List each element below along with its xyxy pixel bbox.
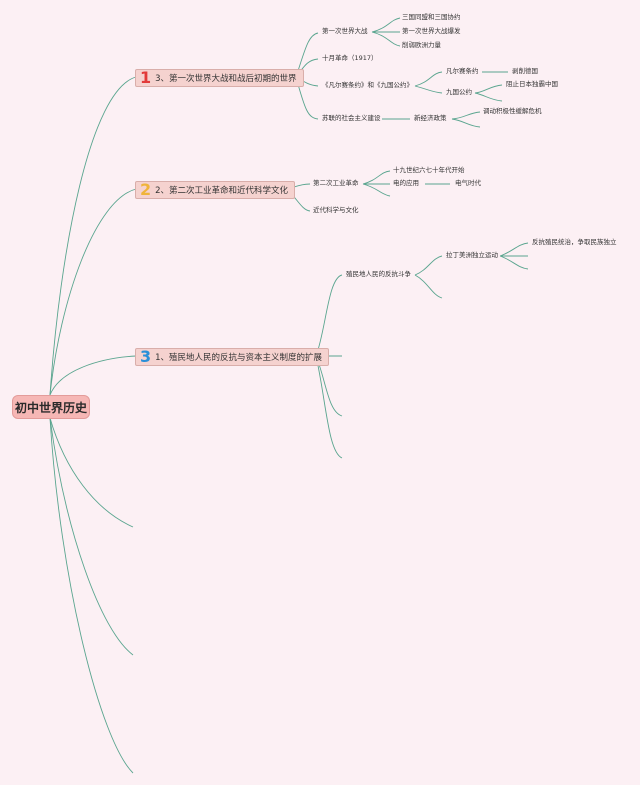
edge-nep-empty (451, 118, 481, 128)
edge-root-branch1 (49, 76, 137, 396)
branch-number-3: 3 (140, 347, 152, 366)
branch-number-1: 1 (140, 68, 152, 87)
edge-root-empty1 (49, 417, 134, 528)
edge-nine-empty (474, 92, 503, 102)
topic-versailles[interactable]: 凡尔赛条约 (446, 67, 479, 75)
topic-treaties[interactable]: 《凡尔赛条约》和《九国公约》 (322, 81, 413, 89)
topic-nep[interactable]: 新经济政策 (414, 114, 447, 122)
topic-ir2[interactable]: 第二次工业革命 (313, 179, 359, 187)
topic-nine-power[interactable]: 九国公约 (446, 88, 472, 96)
edge-nine-r (474, 84, 503, 94)
topic-versailles-result[interactable]: 剥削德国 (512, 67, 538, 75)
topic-nep-result[interactable]: 调动积极性缓解危机 (483, 107, 542, 115)
topic-soviet[interactable]: 苏联的社会主义建设 (322, 114, 381, 122)
edge-treaties-n (414, 85, 443, 94)
branch-node-3[interactable]: 3 1、殖民地人民的反抗与资本主义制度的扩展 (135, 347, 330, 366)
branch-label-2: 2、第二次工业革命和近代科学文化 (155, 186, 289, 196)
edge-colonial-latam (414, 255, 443, 276)
edge-ww1-c (371, 31, 401, 47)
edge-latam-r (499, 242, 529, 257)
topic-nine-power-result[interactable]: 阻止日本独霸中国 (506, 80, 558, 88)
topic-science[interactable]: 近代科学与文化 (313, 206, 359, 214)
branch-node-2[interactable]: 2 2、第二次工业革命和近代科学文化 (135, 180, 296, 199)
edge-b3-colonial (315, 274, 343, 357)
topic-latam[interactable]: 拉丁美洲独立运动 (446, 251, 498, 259)
topic-ww1[interactable]: 第一次世界大战 (322, 27, 368, 35)
edge-treaties-v (414, 71, 443, 87)
branch-node-1[interactable]: 1 3、第一次世界大战和战后初期的世界 (135, 69, 304, 87)
edge-ww1-a (371, 17, 401, 33)
topic-ww1-b[interactable]: 第一次世界大战爆发 (402, 27, 461, 35)
edge-root-branch3 (49, 355, 137, 396)
edge-ir2-empty (362, 183, 391, 197)
edge-root-empty2 (49, 417, 134, 656)
edge-b3-empty3 (315, 355, 343, 459)
edge-colonial-empty (414, 274, 443, 299)
edge-root-branch2 (49, 188, 137, 396)
branch-number-2: 2 (140, 180, 152, 199)
branch-label-1: 3、第一次世界大战和战后初期的世界 (155, 74, 297, 84)
topic-ir2-b[interactable]: 电的应用 (393, 179, 419, 187)
edge-nep-r (451, 111, 481, 120)
topic-ir2-a[interactable]: 十九世纪六七十年代开始 (393, 166, 465, 174)
topic-latam-result[interactable]: 反抗殖民统治，争取民族独立 (532, 238, 617, 246)
root-node[interactable]: 初中世界历史 (12, 395, 90, 419)
edge-ir2-a (362, 170, 391, 185)
topic-ir2-b-result[interactable]: 电气时代 (455, 179, 481, 187)
edge-latam-empty2 (499, 255, 529, 270)
edge-root-empty3 (49, 417, 134, 774)
topic-ww1-c[interactable]: 削弱欧洲力量 (402, 41, 441, 49)
topic-october[interactable]: 十月革命（1917） (322, 54, 378, 62)
topic-ww1-a[interactable]: 三国同盟和三国协约 (402, 13, 461, 21)
branch-label-3: 1、殖民地人民的反抗与资本主义制度的扩展 (155, 353, 323, 363)
topic-colonial[interactable]: 殖民地人民的反抗斗争 (346, 270, 411, 278)
